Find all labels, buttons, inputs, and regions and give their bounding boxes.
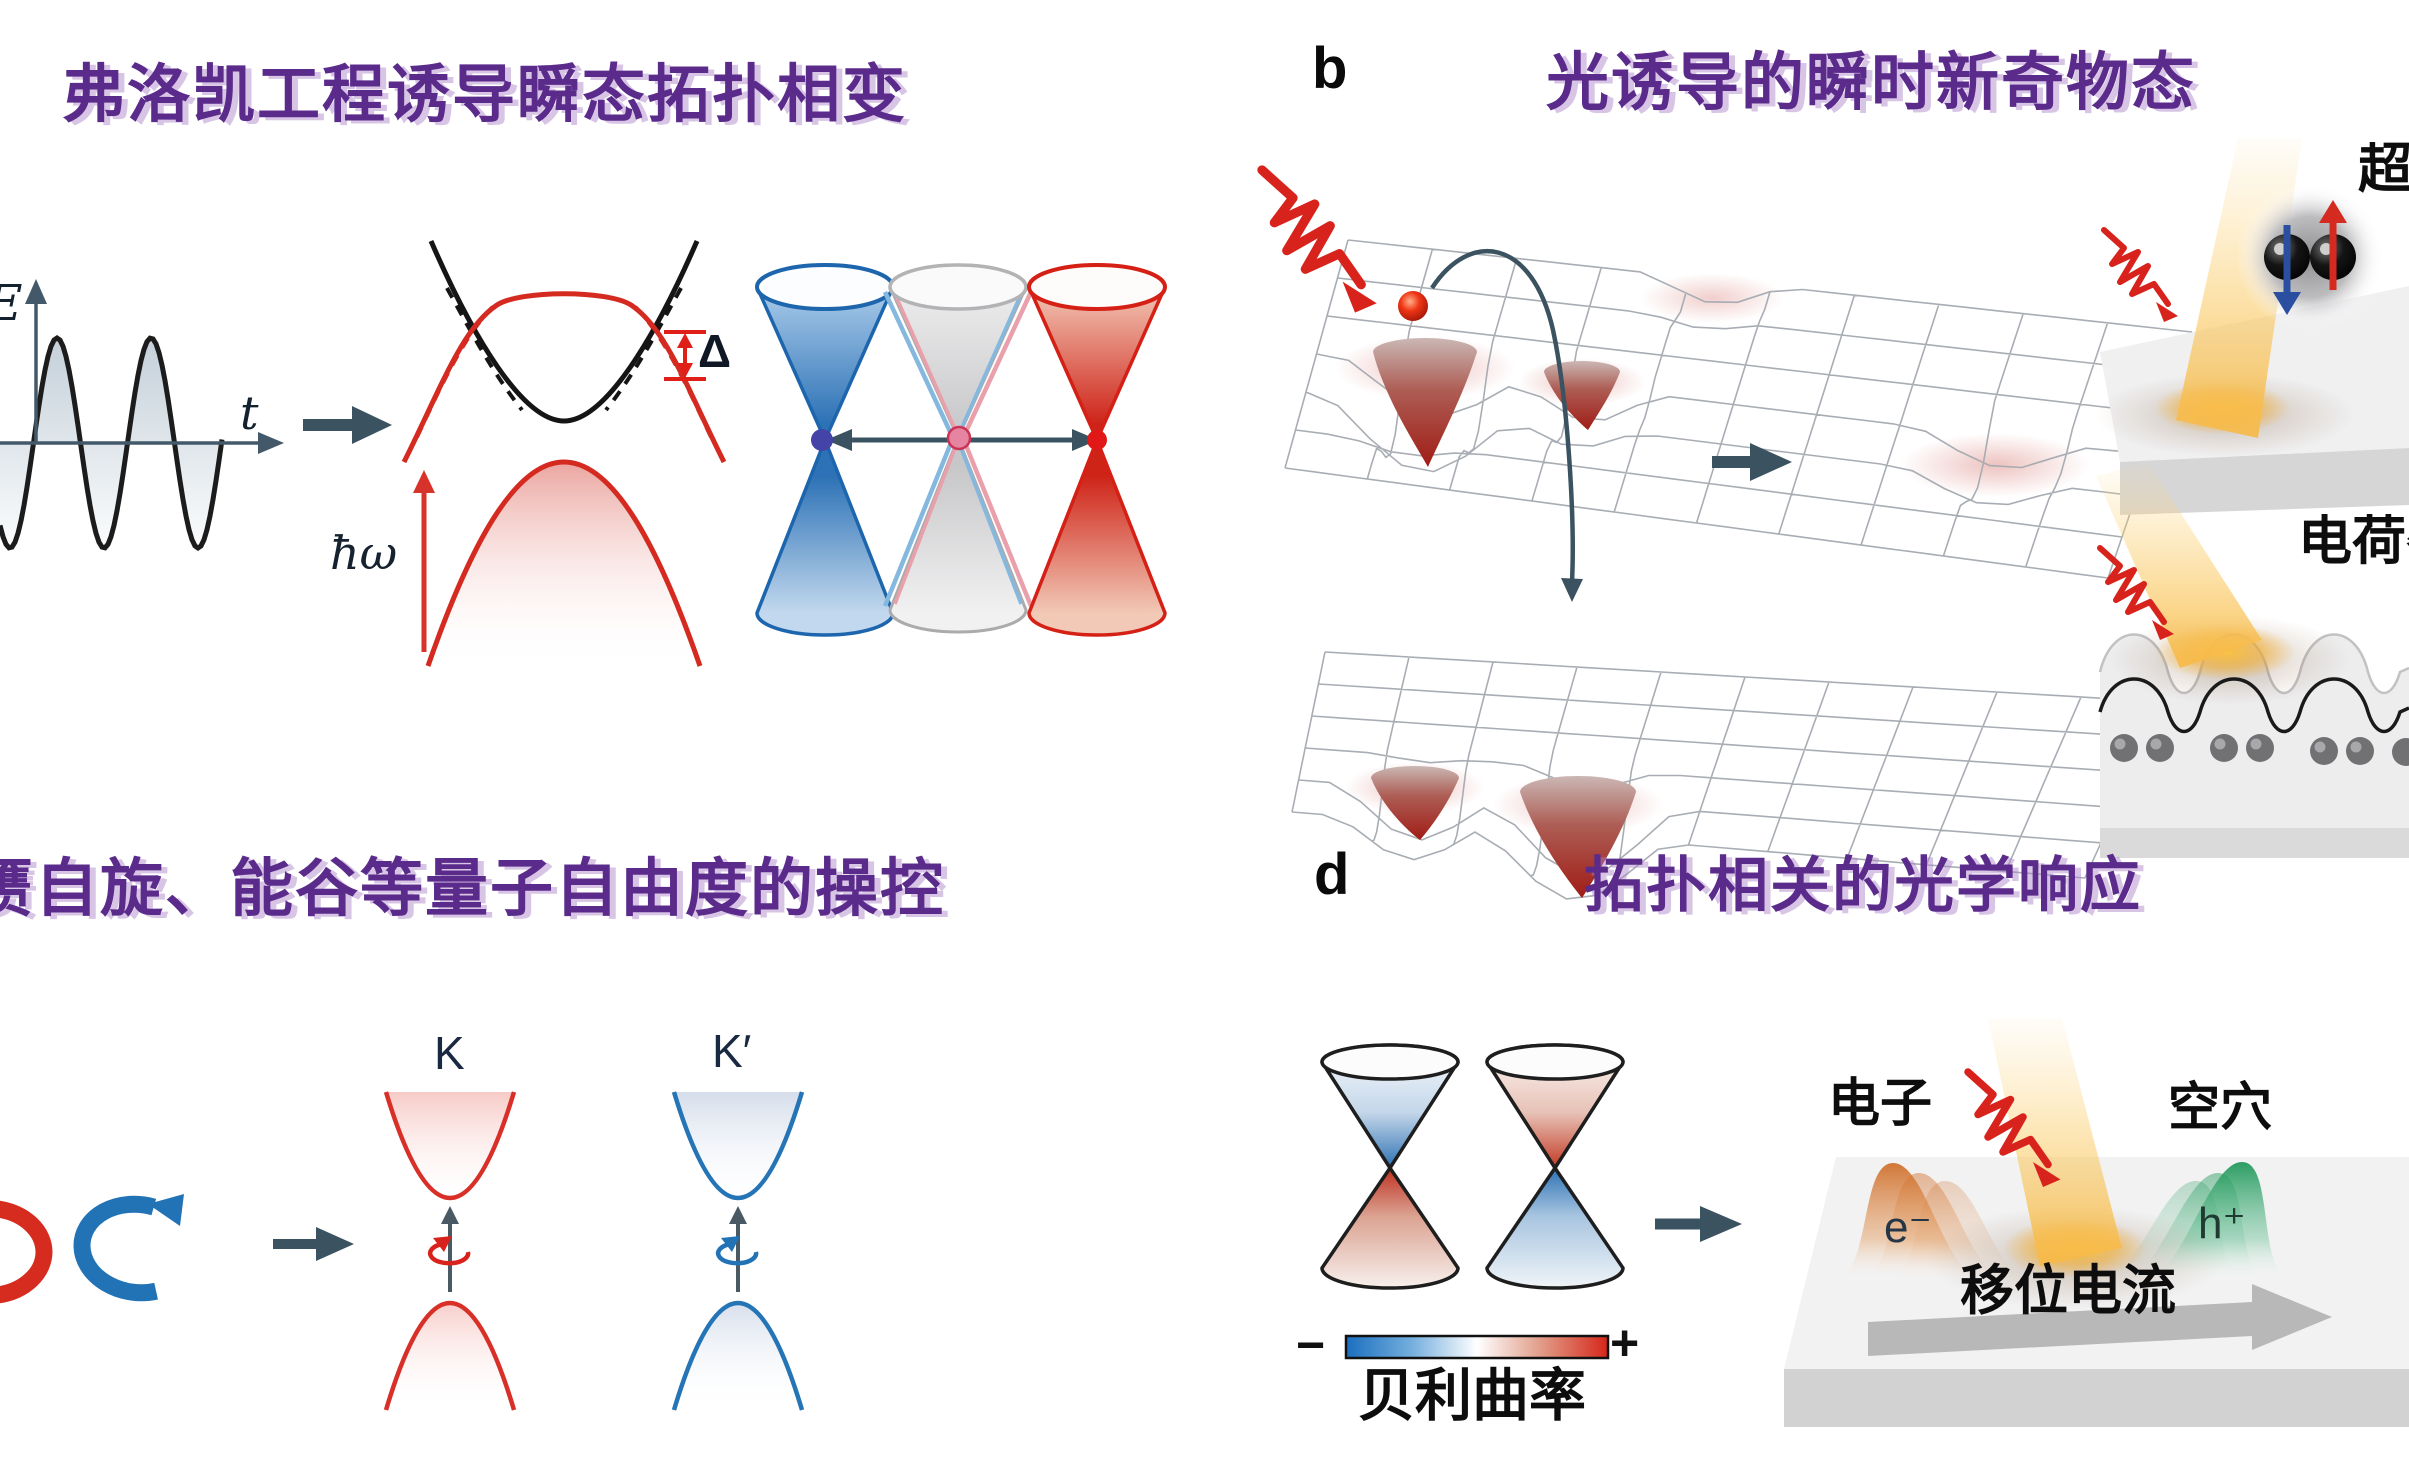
time-axis-label: t: [240, 386, 259, 440]
electron-label: 电子: [1828, 1075, 1933, 1133]
red-dashed-band: [415, 300, 500, 438]
lower-energy-landscape-mesh: [1291, 651, 2166, 900]
circular-polarization-red-icon: [0, 1200, 53, 1304]
slab-front: [2120, 448, 2409, 515]
electron-symbol: e⁻: [1884, 1203, 1932, 1252]
berry-curvature-label: 贝利曲率: [1358, 1364, 1586, 1428]
laser-pulse-icon: [2104, 230, 2178, 322]
e-field-axis-label: E: [0, 278, 23, 328]
shift-current-label: 移位电流: [1960, 1261, 2176, 1321]
transform-arrow-c: [273, 1227, 354, 1261]
k-valence-band: [383, 1301, 517, 1411]
cooper-pair-icon: [2236, 183, 2384, 331]
charge-density-wave-illustration: [2096, 462, 2409, 858]
panel-b-title: 光诱导的瞬时新奇物态: [1546, 48, 2196, 118]
conduction-band: [428, 240, 700, 424]
photon-arrow: [413, 470, 435, 652]
hole-symbol: h⁺: [2198, 1199, 2246, 1248]
dirac-point-blue: [811, 429, 833, 451]
panel-c-art: [0, 1091, 805, 1411]
superconductor-label: 超: [2358, 142, 2409, 196]
berry-cone-left: [1320, 1043, 1460, 1290]
valley-k-bands: [383, 1091, 517, 1411]
panel-b-letter: b: [1312, 36, 1348, 101]
transform-arrow-b: [1712, 443, 1792, 481]
panel-a-title: 弗洛凯工程诱导瞬态拓扑相变: [62, 60, 907, 130]
panel-d-letter: d: [1314, 842, 1350, 907]
excited-particle-ball: [1398, 291, 1428, 321]
panel-d-art: [1320, 1018, 2409, 1427]
driving-field-plot: [0, 279, 284, 552]
slab-front: [1784, 1369, 2409, 1427]
hole-label: 空穴: [2168, 1079, 2273, 1137]
black-dashed-band: [445, 287, 524, 412]
valley-k-label: K: [434, 1027, 465, 1079]
gray-dirac-cone: [882, 263, 1034, 634]
panel-d-title: 拓扑相关的光学响应: [1584, 852, 2142, 919]
light-beam: [2096, 462, 2262, 668]
photon-energy-label: ħω: [330, 526, 398, 580]
panel-c-title: 赝自旋、能谷等量子自由度的操控: [0, 854, 945, 924]
superconductor-illustration: [2095, 138, 2409, 515]
dirac-cones: [755, 263, 1167, 637]
valence-band-fill: [428, 462, 700, 666]
dirac-point-red: [1087, 430, 1107, 450]
spin-rotation-red-icon: [427, 1241, 471, 1266]
kprime-valence-band: [671, 1301, 805, 1411]
electron-pairs: [2110, 734, 2409, 766]
panel-a-art: [0, 240, 1167, 667]
panel-b-art: [1262, 138, 2409, 900]
berry-curvature-colorbar: [1344, 1334, 1610, 1360]
valley-kprime-bands: [671, 1091, 805, 1411]
well-shading: [1640, 273, 1784, 323]
slab-front: [2100, 828, 2409, 858]
tunneling-curved-arrow: [1430, 249, 1583, 602]
transform-arrow-a: [303, 406, 392, 444]
cdw-modulation-line: [2098, 677, 2409, 734]
gap-delta-label: Δ: [698, 325, 732, 377]
k-spin-arrow: [427, 1206, 471, 1292]
black-dashed-band: [604, 287, 683, 412]
colorbar-minus-label: −: [1296, 1317, 1326, 1373]
gap-annotation: [664, 330, 706, 381]
colorbar-plus-label: +: [1610, 1315, 1640, 1371]
transform-arrow-d: [1655, 1206, 1742, 1242]
red-dirac-cone: [1027, 263, 1167, 637]
kprime-spin-arrow: [715, 1206, 759, 1292]
shift-current-arrow: [1868, 1284, 2332, 1356]
deep-well-funnel: [1373, 338, 1477, 467]
deep-well-funnel: [1520, 776, 1636, 898]
y-axis-arrowhead: [25, 279, 47, 304]
spin-rotation-blue-icon: [715, 1241, 759, 1266]
k-conduction-band: [383, 1091, 517, 1200]
floquet-upper-band: [401, 291, 727, 464]
x-axis-arrowhead: [258, 432, 284, 454]
shallow-well-funnel: [1371, 766, 1459, 840]
kprime-conduction-band: [671, 1091, 805, 1200]
dirac-point-pink: [946, 425, 972, 451]
valence-band: [425, 459, 703, 667]
berry-cone-right: [1485, 1043, 1625, 1290]
shift-current-illustration: [1784, 1018, 2409, 1427]
charge-density-label: 电荷密: [2298, 514, 2409, 568]
floquet-band-structure: [401, 240, 727, 667]
well-shading: [1900, 433, 2090, 497]
valley-kprime-label: K′: [712, 1025, 752, 1077]
circular-polarization-blue-icon: [73, 1194, 184, 1302]
light-beam: [1988, 1018, 2122, 1266]
